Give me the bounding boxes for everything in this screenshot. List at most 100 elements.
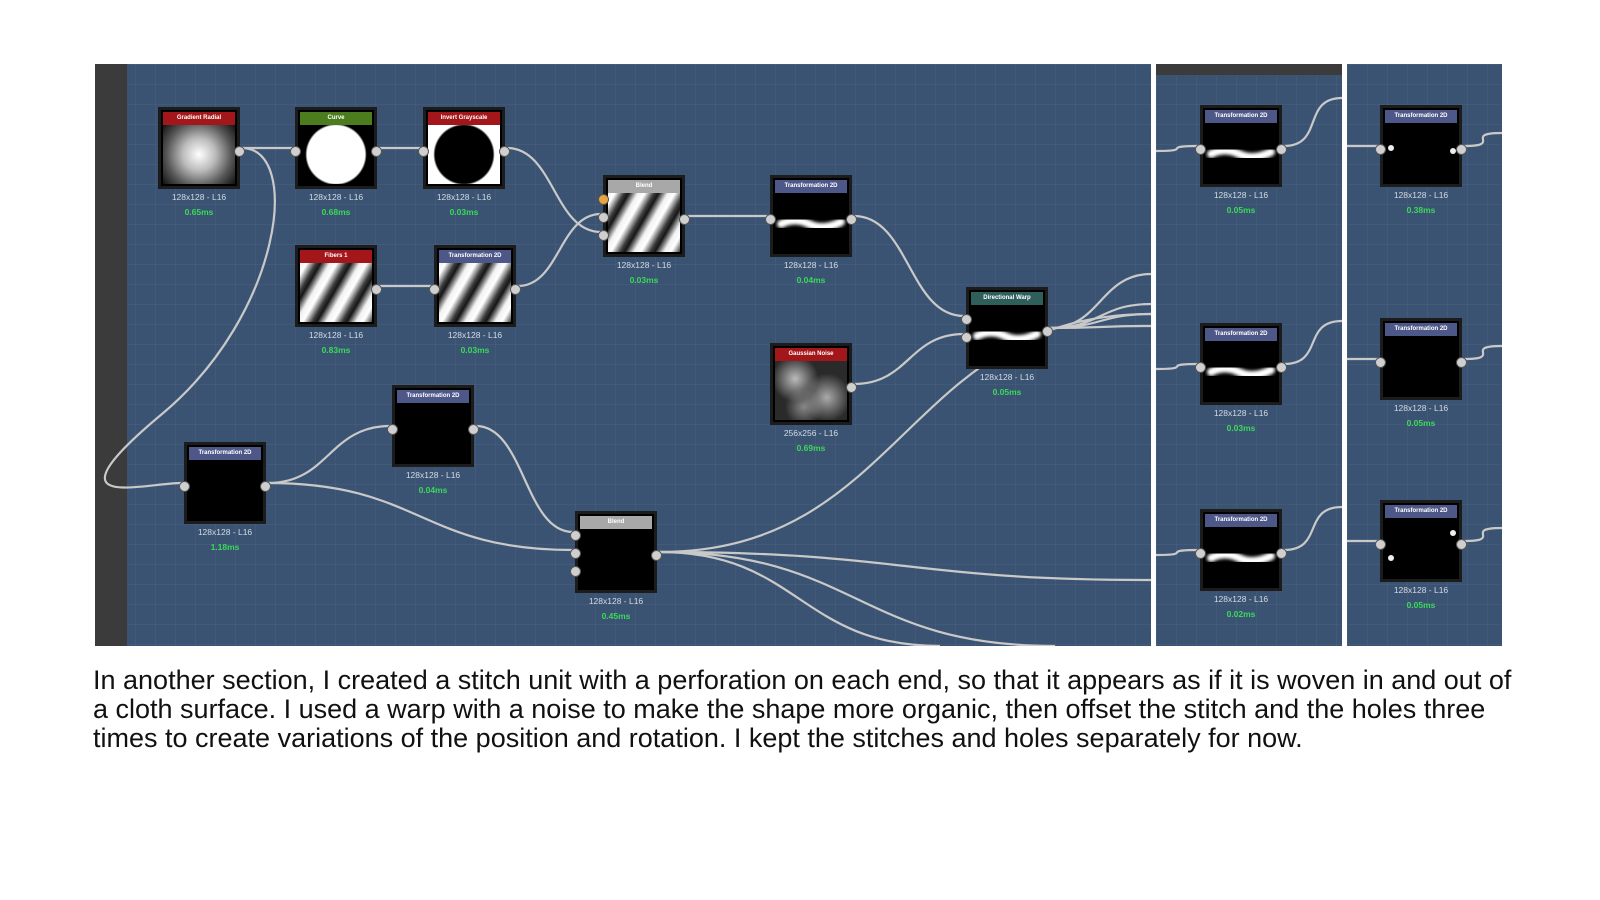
output-port[interactable] bbox=[234, 146, 245, 157]
node-holes-variant-1[interactable]: Transformation 2D bbox=[1375, 105, 1467, 187]
node-invert-grayscale[interactable]: Invert Grayscale bbox=[418, 107, 510, 189]
node-transformation-2d-stitch[interactable]: Transformation 2D bbox=[765, 175, 857, 257]
node-thumbnail bbox=[608, 193, 680, 252]
wire bbox=[103, 146, 276, 489]
output-port[interactable] bbox=[846, 382, 857, 393]
node-title: Transformation 2D bbox=[1385, 323, 1457, 336]
node-thumbnail bbox=[300, 125, 372, 184]
node-gradient-radial[interactable]: Gradient Radial bbox=[158, 107, 245, 189]
wire bbox=[517, 212, 602, 288]
input-port[interactable] bbox=[1375, 144, 1386, 155]
output-port[interactable] bbox=[260, 481, 271, 492]
node-thumbnail bbox=[397, 403, 469, 462]
wire bbox=[1156, 144, 1199, 153]
node-blend-bottom[interactable]: Blend bbox=[570, 511, 662, 593]
input-port[interactable] bbox=[570, 548, 581, 559]
node-transformation-2d-mid[interactable]: Transformation 2D bbox=[387, 385, 479, 467]
node-compute-time: 0.04ms bbox=[418, 485, 448, 495]
connection-wires bbox=[103, 146, 1151, 646]
input-port[interactable] bbox=[429, 284, 440, 295]
node-blend-top[interactable]: Blend bbox=[598, 175, 690, 257]
node-compute-time: 0.05ms bbox=[1226, 205, 1256, 215]
input-port[interactable] bbox=[570, 566, 581, 577]
node-title: Transformation 2D bbox=[1205, 110, 1277, 123]
node-resolution: 128x128 - L16 bbox=[197, 527, 253, 537]
wire bbox=[1156, 548, 1199, 557]
node-directional-warp[interactable]: Directional Warp bbox=[961, 287, 1053, 369]
input-port[interactable] bbox=[598, 194, 609, 205]
wire bbox=[1049, 302, 1151, 330]
input-port[interactable] bbox=[765, 214, 776, 225]
node-thumbnail bbox=[1205, 527, 1277, 586]
output-port[interactable] bbox=[371, 146, 382, 157]
connection-wires-holes bbox=[1347, 131, 1502, 543]
node-holes-variant-3[interactable]: Transformation 2D bbox=[1375, 500, 1467, 582]
output-port[interactable] bbox=[846, 214, 857, 225]
input-port[interactable] bbox=[1195, 362, 1206, 373]
node-fibers-1[interactable]: Fibers 1 bbox=[295, 245, 382, 327]
input-port[interactable] bbox=[179, 481, 190, 492]
node-title: Curve bbox=[300, 112, 372, 125]
output-port[interactable] bbox=[679, 214, 690, 225]
node-thumbnail bbox=[1385, 123, 1457, 182]
output-port[interactable] bbox=[499, 146, 510, 157]
output-port[interactable] bbox=[1042, 326, 1053, 337]
node-resolution: 128x128 - L16 bbox=[1393, 585, 1449, 595]
node-resolution: 128x128 - L16 bbox=[405, 470, 461, 480]
node-resolution: 128x128 - L16 bbox=[1393, 403, 1449, 413]
node-resolution: 128x128 - L16 bbox=[588, 596, 644, 606]
input-port[interactable] bbox=[961, 332, 972, 343]
node-title: Gradient Radial bbox=[163, 112, 235, 125]
node-compute-time: 0.05ms bbox=[1406, 600, 1436, 610]
input-port[interactable] bbox=[1195, 144, 1206, 155]
output-port[interactable] bbox=[1456, 539, 1467, 550]
wire bbox=[1463, 526, 1502, 543]
node-resolution: 128x128 - L16 bbox=[447, 330, 503, 340]
input-port[interactable] bbox=[1375, 357, 1386, 368]
node-thumbnail bbox=[439, 263, 511, 322]
output-port[interactable] bbox=[468, 424, 479, 435]
node-holes-variant-2[interactable]: Transformation 2D bbox=[1375, 318, 1467, 400]
output-port[interactable] bbox=[1276, 362, 1287, 373]
wire bbox=[658, 550, 1056, 646]
node-stitch-variant-3[interactable]: Transformation 2D bbox=[1195, 509, 1287, 591]
output-port[interactable] bbox=[1456, 357, 1467, 368]
input-port[interactable] bbox=[290, 146, 301, 157]
node-title: Transformation 2D bbox=[1205, 328, 1277, 341]
node-thumbnail bbox=[1385, 336, 1457, 395]
node-compute-time: 0.05ms bbox=[1406, 418, 1436, 428]
node-thumbnail bbox=[1205, 341, 1277, 400]
input-port[interactable] bbox=[1195, 548, 1206, 559]
node-curve[interactable]: Curve bbox=[290, 107, 382, 189]
output-port[interactable] bbox=[1276, 144, 1287, 155]
input-port[interactable] bbox=[598, 230, 609, 241]
node-stitch-variant-1[interactable]: Transformation 2D bbox=[1195, 105, 1287, 187]
output-port[interactable] bbox=[1456, 144, 1467, 155]
wire bbox=[853, 214, 965, 318]
node-transformation-2d-left[interactable]: Transformation 2D bbox=[179, 442, 271, 524]
output-port[interactable] bbox=[651, 550, 662, 561]
node-resolution: 128x128 - L16 bbox=[436, 192, 492, 202]
output-port[interactable] bbox=[1276, 548, 1287, 559]
input-port[interactable] bbox=[1375, 539, 1386, 550]
wire bbox=[658, 550, 941, 646]
input-port[interactable] bbox=[598, 212, 609, 223]
input-port[interactable] bbox=[961, 314, 972, 325]
output-port[interactable] bbox=[371, 284, 382, 295]
input-port[interactable] bbox=[570, 530, 581, 541]
node-compute-time: 0.38ms bbox=[1406, 205, 1436, 215]
node-transformation-2d-fibers[interactable]: Transformation 2D bbox=[429, 245, 521, 327]
node-stitch-variant-2[interactable]: Transformation 2D bbox=[1195, 323, 1287, 405]
node-resolution: 128x128 - L16 bbox=[1213, 408, 1269, 418]
node-title: Blend bbox=[580, 516, 652, 529]
input-port[interactable] bbox=[418, 146, 429, 157]
output-port[interactable] bbox=[510, 284, 521, 295]
node-gaussian-noise[interactable]: Gaussian Noise bbox=[770, 343, 857, 425]
wire bbox=[853, 332, 965, 386]
node-resolution: 128x128 - L16 bbox=[979, 372, 1035, 382]
node-compute-time: 0.45ms bbox=[601, 611, 631, 621]
input-port[interactable] bbox=[387, 424, 398, 435]
